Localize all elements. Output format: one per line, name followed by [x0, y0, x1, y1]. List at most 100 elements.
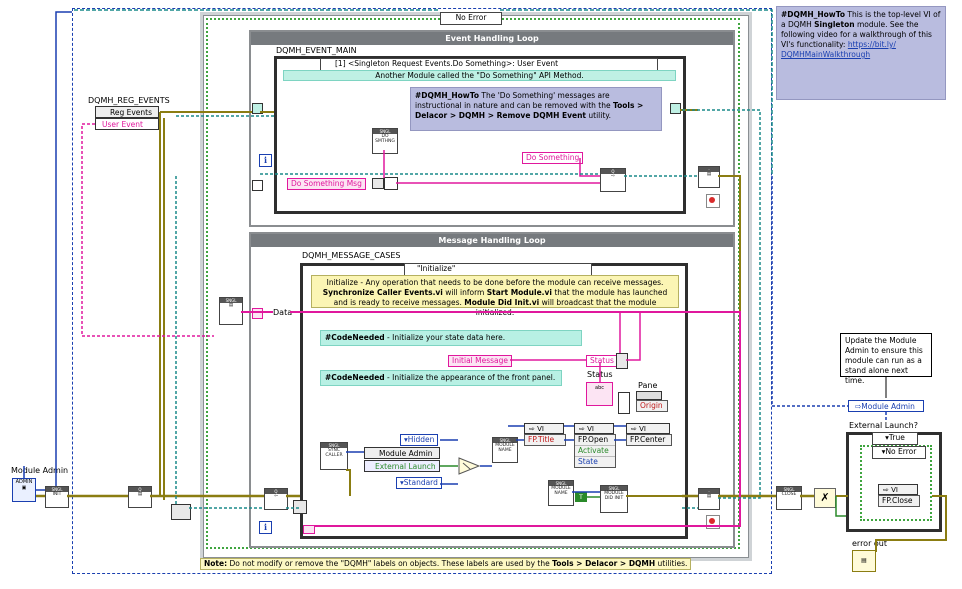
status-indicator[interactable]: abc	[586, 382, 613, 406]
reg-events-node[interactable]: Reg Events	[95, 106, 159, 118]
module-admin-control[interactable]: ADMIN▣	[12, 478, 36, 502]
true-case-selector[interactable]: ▾True	[872, 432, 918, 445]
note-text-2: utilities.	[655, 559, 687, 568]
reg-events-text: Reg Events	[110, 108, 152, 117]
origin-property-node[interactable]: Origin	[636, 400, 668, 412]
vi-ref-center-node[interactable]: ⇨ VI	[626, 423, 670, 434]
status-bundle-node[interactable]	[616, 353, 628, 369]
data-label: Data	[273, 308, 292, 318]
message-loop-title: Message Handling Loop	[251, 234, 733, 247]
enqueue-vi[interactable]: Q⇨	[600, 168, 626, 192]
close-module-vi[interactable]: SNGLCLOSE	[776, 486, 802, 510]
note-path: Tools > Delacor > DQMH	[552, 559, 655, 568]
walkthrough-link-2[interactable]: DQMHMainWalkthrough	[781, 50, 870, 59]
do-something-vi-text: DO SMTHNG	[375, 134, 395, 144]
origin-property: Origin	[637, 401, 667, 411]
vi-label-3: VI	[639, 425, 646, 433]
note-text-1: Do not modify or remove the "DQMH" label…	[227, 559, 552, 568]
fp-title-text: FP.Title	[525, 435, 565, 445]
user-event-text: User Event	[102, 120, 143, 129]
sync-caller-events-vi[interactable]: SNGLSYNC CALLER	[320, 442, 348, 470]
hidden-text: Hidden	[408, 435, 435, 444]
fp-center-text: FP.Center	[627, 435, 671, 445]
init-bold-1: Synchronize Caller Events.vi	[323, 288, 443, 297]
walkthrough-link-1[interactable]: https://bit.ly/	[848, 40, 896, 49]
inner-no-error-selector[interactable]: ▾No Error	[872, 446, 926, 459]
no-error-selector-text: No Error	[885, 447, 916, 456]
pane-index-node[interactable]	[618, 392, 630, 414]
module-admin-unbundle[interactable]: Module Admin	[364, 447, 440, 459]
shift-register-left-msg	[252, 308, 263, 319]
state-text: State	[575, 457, 615, 467]
obtain-queue-vi[interactable]: Q▤	[128, 486, 152, 508]
vi-label-2: VI	[587, 425, 594, 433]
select-node[interactable]	[458, 457, 480, 475]
fp-title-prop[interactable]: FP.Title	[524, 434, 566, 446]
user-event-field[interactable]: User Event	[95, 118, 159, 130]
queue-split-node[interactable]	[171, 504, 191, 520]
event-loop-info-icon[interactable]: i	[259, 154, 272, 167]
fp-close-method[interactable]: FP.Close	[878, 495, 920, 507]
message-loop-stop[interactable]	[706, 515, 720, 529]
top-case-selector[interactable]: No Error	[440, 12, 502, 25]
module-did-init-vi[interactable]: SNGLMODULE DID INIT	[600, 485, 628, 513]
initial-message-constant[interactable]: Initial Message	[448, 355, 512, 367]
message-dequeue-vi[interactable]: Q⇦	[264, 488, 288, 510]
standard-enum-constant[interactable]: ▾Standard	[396, 477, 442, 489]
codeneeded-state-comment: #CodeNeeded - Initialize your state data…	[320, 330, 582, 346]
vi-ref-open-node[interactable]: ⇨ VI	[574, 423, 614, 434]
message-loop-label: DQMH_MESSAGE_CASES	[302, 251, 401, 261]
error-out-indicator[interactable]: ▤	[852, 550, 876, 572]
init-text-2: will inform	[443, 288, 487, 297]
event-loop-label: DQMH_EVENT_MAIN	[276, 46, 357, 56]
hidden-enum-constant[interactable]: ▾Hidden	[400, 434, 438, 446]
pane-label: Pane	[638, 381, 657, 391]
error-case-node[interactable]	[293, 500, 307, 514]
top-howto-prefix: #DQMH_HowTo	[781, 10, 845, 19]
bundle-node[interactable]	[372, 178, 384, 189]
top-level-howto-comment: #DQMH_HowTo This is the top-level VI of …	[776, 6, 946, 100]
message-loop-end-vi[interactable]: ·▤	[698, 488, 720, 510]
standard-text: Standard	[404, 478, 438, 487]
note-prefix: Note:	[204, 559, 227, 568]
fp-close-text: FP.Close	[879, 496, 919, 506]
fp-open-method[interactable]: FP.OpenActivateState	[574, 434, 616, 468]
codeneeded-prefix-2: #CodeNeeded	[325, 373, 385, 382]
vi-ref-close-node[interactable]: ⇨ VI	[878, 484, 918, 495]
module-admin-node-text: Module Admin	[379, 449, 433, 458]
module-name-vi-1[interactable]: SNGLMODULE NAME	[492, 437, 518, 463]
pink-unbundle-node[interactable]	[303, 525, 315, 534]
fp-center-method[interactable]: FP.Center	[626, 434, 672, 446]
module-name-vi-2[interactable]: SNGLMODULE NAME	[548, 480, 574, 506]
module-admin-property-node[interactable]: ⇨Module Admin	[848, 400, 924, 412]
init-module-vi[interactable]: SNGLINIT	[45, 486, 69, 508]
event-loop-tunnel-right	[670, 103, 681, 114]
external-launch-label: External Launch?	[849, 421, 918, 431]
singleton-ref-vi[interactable]: SNGL▤	[219, 297, 243, 325]
do-something-constant[interactable]: Do Something	[522, 152, 583, 164]
do-something-msg-constant[interactable]: Do Something Msg	[287, 178, 366, 190]
update-module-admin-comment: Update the Module Admin to ensure this m…	[840, 333, 932, 377]
release-queue-vi[interactable]: ✗	[814, 488, 836, 508]
event-banner: Another Module called the "Do Something"…	[283, 70, 676, 81]
howto-prefix: #DQMH_HowTo	[415, 91, 479, 100]
error-out-label: error out	[852, 539, 887, 549]
vi-label-1: VI	[537, 425, 544, 433]
status-bundle-label: Status	[586, 355, 618, 367]
pane-node[interactable]	[636, 391, 662, 400]
event-loop-end-vi[interactable]: ·▤	[698, 166, 720, 188]
fp-open-text: FP.Open	[575, 435, 615, 446]
event-loop-stop[interactable]	[706, 194, 720, 208]
event-banner-text: Another Module called the "Do Something"…	[375, 71, 584, 80]
do-something-vi[interactable]: SNGLDO SMTHNG	[372, 128, 398, 154]
build-message-node[interactable]	[384, 177, 398, 190]
event-loop-tunnel-left	[252, 103, 263, 114]
module-admin-prop-text: Module Admin	[861, 402, 915, 411]
module-admin-label: Module Admin	[11, 466, 68, 476]
message-loop-info-icon[interactable]: i	[259, 521, 272, 534]
codeneeded-prefix-1: #CodeNeeded	[325, 333, 385, 342]
vi-ref-title-node[interactable]: ⇨ VI	[524, 423, 564, 434]
external-launch-field[interactable]: External Launch	[364, 460, 440, 472]
true-boolean-constant[interactable]: T	[575, 492, 587, 502]
codeneeded-state-text: - Initialize your state data here.	[385, 333, 505, 342]
